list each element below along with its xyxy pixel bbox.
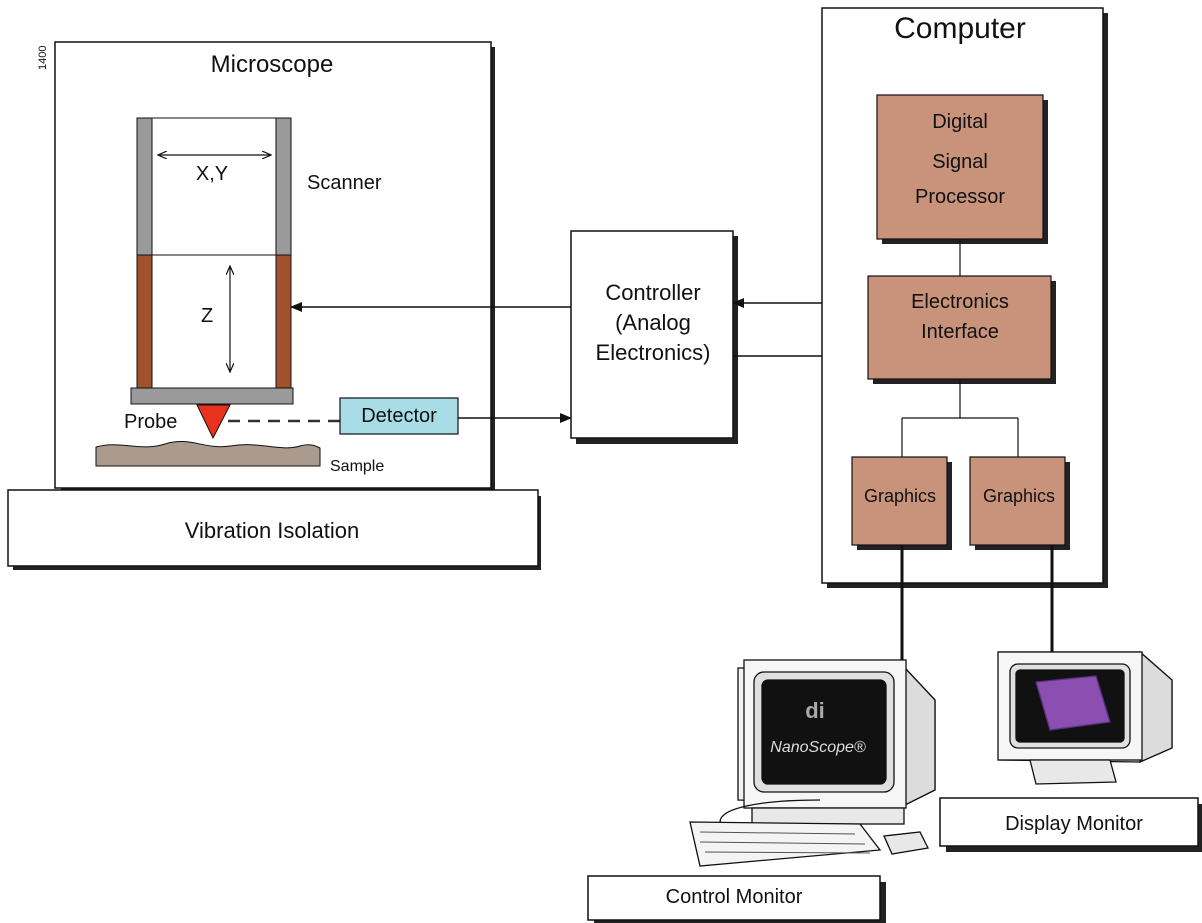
controller-label-2: (Analog (615, 310, 691, 335)
display-monitor-label: Display Monitor (1005, 813, 1143, 835)
z-label: Z (201, 305, 213, 327)
graphics-label-1: Graphics (864, 486, 936, 506)
dsp-label-2: Signal (932, 151, 988, 173)
display-monitor-illustration (997, 650, 1173, 785)
detector-label: Detector (361, 405, 437, 427)
graphics-label-2: Graphics (983, 486, 1055, 506)
screen-brand: NanoScope® (770, 739, 866, 756)
figure-id: 1400 (37, 46, 49, 70)
dsp-label-1: Digital (932, 111, 988, 133)
controller-label-3: Electronics) (596, 340, 711, 365)
probe-tip (196, 404, 231, 440)
interface-to-graphics-lines (901, 379, 1019, 457)
control-monitor-label-box (587, 875, 886, 923)
graphics-box-2 (969, 456, 1070, 550)
graphics-box-1 (851, 456, 952, 550)
screen-logo: di (805, 698, 825, 723)
controller-label-1: Controller (605, 280, 700, 305)
detector-box (339, 397, 459, 435)
interface-label-1: Electronics (911, 291, 1009, 313)
control-monitor-illustration (689, 659, 936, 867)
scanner-tube (130, 117, 294, 405)
sample-label: Sample (330, 458, 384, 475)
electronics-interface-box (867, 275, 1056, 384)
computer-title: Computer (894, 12, 1026, 45)
controller-box (570, 230, 738, 444)
sample-surface (95, 440, 321, 467)
vibration-isolation-label: Vibration Isolation (185, 518, 360, 543)
xy-label: X,Y (196, 163, 228, 185)
microscope-title: Microscope (211, 51, 334, 78)
probe-label: Probe (124, 411, 177, 433)
control-monitor-label: Control Monitor (666, 886, 803, 908)
dsp-label-3: Processor (915, 186, 1005, 208)
display-monitor-label-box (939, 797, 1202, 852)
dsp-box (876, 94, 1048, 244)
vibration-isolation-box (7, 489, 541, 570)
scanner-label: Scanner (307, 172, 382, 194)
interface-label-2: Interface (921, 321, 999, 343)
